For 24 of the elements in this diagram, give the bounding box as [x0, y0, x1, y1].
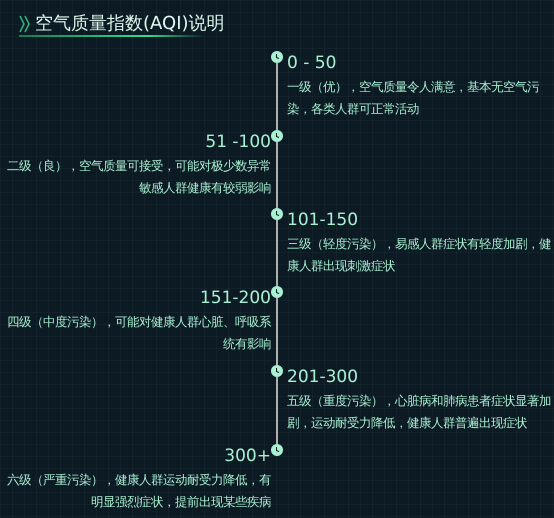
range-label: 101-150 [287, 210, 358, 230]
clock-dot [271, 365, 283, 377]
clock-dot [271, 286, 283, 298]
clock-dot [271, 130, 283, 142]
range-label: 151-200 [200, 288, 271, 308]
clock-dot [271, 444, 283, 456]
range-label: 0 - 50 [287, 53, 336, 73]
range-label: 51 -100 [205, 132, 271, 152]
timeline-line [276, 298, 278, 365]
timeline-line [276, 377, 278, 444]
range-label: 300+ [224, 446, 271, 466]
description: 六级（严重污染），健康人群运动耐受力降低，有明显强烈症状，提前出现某些疾病 [6, 471, 271, 511]
clock-dot [271, 208, 283, 220]
clock-dot [271, 51, 283, 63]
description: 三级（轻度污染），易感人群症状有轻度加剧，健康人群出现刺激症状 [287, 235, 552, 275]
timeline-line [276, 142, 278, 208]
title: 空气质量指数(AQI)说明 [35, 12, 225, 36]
description: 二级（良），空气质量可接受，可能对极少数异常敏感人群健康有较弱影响 [6, 157, 271, 197]
timeline-line [276, 63, 278, 130]
range-label: 201-300 [287, 367, 358, 387]
description: 四级（中度污染），可能对健康人群心脏、呼吸系统有影响 [6, 313, 271, 353]
description: 五级（重度污染），心脏病和肺病患者症状显著加剧，运动耐受力降低，健康人群普遍出现症状 [287, 392, 552, 432]
timeline-line [276, 220, 278, 286]
description: 一级（优），空气质量令人满意，基本无空气污染，各类人群可正常活动 [287, 78, 540, 118]
